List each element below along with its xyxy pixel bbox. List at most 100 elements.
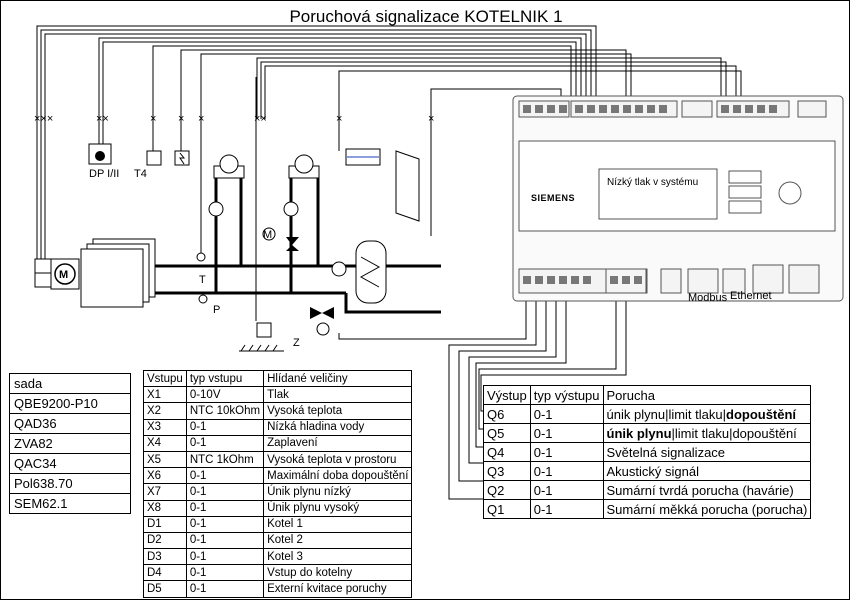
output-fault-part: Světelná signalizace	[606, 444, 726, 460]
outputs-col-output: Výstup	[483, 385, 531, 405]
output-fault-part: |limit tlaku|	[671, 425, 733, 441]
input-type: 0-1	[185, 580, 265, 598]
controller-brand: SIEMENS	[531, 193, 576, 203]
input-quantity: Externí kvitace poruchy	[263, 580, 413, 598]
input-id: X3	[143, 418, 187, 436]
output-id: Q1	[483, 499, 531, 519]
input-id: D1	[143, 515, 187, 533]
inputs-col-input: Vstupu	[143, 369, 187, 388]
t-label: T	[199, 274, 206, 286]
input-type: 0-10V	[185, 386, 265, 404]
output-id: Q3	[483, 461, 531, 481]
input-id: X8	[143, 499, 187, 517]
motor-label: M	[59, 269, 68, 281]
input-type: 0-1	[185, 531, 265, 550]
sets-row: QAC34	[9, 453, 131, 474]
input-quantity: Zaplavení	[263, 434, 413, 452]
outputs-col-type: typ výstupu	[529, 385, 604, 405]
output-type: 0-1	[529, 461, 604, 481]
sets-item: ZVA82	[9, 433, 131, 454]
input-id: D4	[143, 564, 187, 582]
sets-item: QAC34	[9, 453, 131, 474]
output-type: 0-1	[529, 442, 604, 462]
svg-text:×: ×	[336, 113, 342, 125]
output-fault-part: |limit tlaku|	[665, 406, 726, 422]
output-fault: Sumární tvrdá porucha (havárie)	[602, 480, 812, 500]
m-label: M	[263, 229, 272, 241]
output-id: Q5	[483, 423, 531, 443]
output-fault-part: dopouštění	[732, 425, 797, 441]
svg-text:×: ×	[198, 113, 204, 125]
page-title: Poruchová signalizace KOTELNIK 1	[289, 7, 563, 26]
output-id: Q2	[483, 480, 531, 500]
t4-label: T4	[134, 168, 147, 180]
input-type: 0-1	[185, 418, 265, 436]
output-type: 0-1	[529, 404, 604, 424]
input-type: NTC 1kOhm	[185, 450, 265, 469]
sets-item: QAD36	[9, 413, 131, 434]
output-type: 0-1	[529, 499, 604, 519]
svg-text:××: ××	[254, 113, 267, 125]
output-fault-part: únik plynu	[606, 406, 666, 422]
input-id: X5	[143, 450, 187, 469]
output-fault-part: dopouštění	[726, 406, 797, 422]
p-label: P	[213, 304, 220, 316]
input-quantity: Vysoká teplota	[263, 402, 413, 420]
output-type: 0-1	[529, 480, 604, 500]
output-fault: Světelná signalizace	[602, 442, 812, 462]
svg-text:××: ××	[96, 113, 109, 125]
output-fault: Akustický signál	[602, 461, 812, 481]
modbus-label: Modbus	[688, 292, 728, 304]
output-type: 0-1	[529, 423, 604, 443]
input-type: 0-1	[185, 515, 265, 533]
output-fault: únik plynu|limit tlaku|dopouštění	[602, 404, 812, 424]
input-quantity: Únik plynu vysoký	[263, 499, 413, 517]
sets-row: SEM62.1	[9, 493, 131, 514]
input-type: 0-1	[185, 548, 265, 566]
inputs-col-type: typ vstupu	[185, 369, 265, 388]
input-quantity: Kotel 2	[263, 531, 413, 550]
inputs-col-quantity: Hlídané veličiny	[263, 369, 413, 388]
input-id: X7	[143, 483, 187, 501]
input-id: X6	[143, 467, 187, 485]
input-type: 0-1	[185, 483, 265, 501]
ethernet-label: Ethernet	[730, 290, 772, 302]
input-quantity: Vysoká teplota v prostoru	[263, 450, 413, 469]
input-type: 0-1	[185, 564, 265, 582]
output-fault: Sumární měkká porucha (porucha)	[602, 499, 812, 519]
input-quantity: Maximální doba dopouštění	[263, 467, 413, 485]
input-type: 0-1	[185, 467, 265, 485]
output-fault-part: únik plynu	[606, 425, 672, 441]
output-id: Q4	[483, 442, 531, 462]
sets-item: SEM62.1	[9, 493, 131, 514]
output-fault-part: Sumární měkká porucha (porucha)	[606, 501, 808, 517]
input-quantity: Vstup do kotelny	[263, 564, 413, 582]
svg-text:×: ×	[428, 113, 434, 125]
dp-label: DP I/II	[89, 168, 119, 180]
input-type: 0-1	[185, 499, 265, 517]
input-type: NTC 10kOhm	[185, 402, 265, 420]
svg-text:×: ×	[178, 113, 184, 125]
output-id: Q6	[483, 404, 531, 424]
output-fault-part: Akustický signál	[606, 463, 699, 479]
input-quantity: Kotel 3	[263, 548, 413, 566]
